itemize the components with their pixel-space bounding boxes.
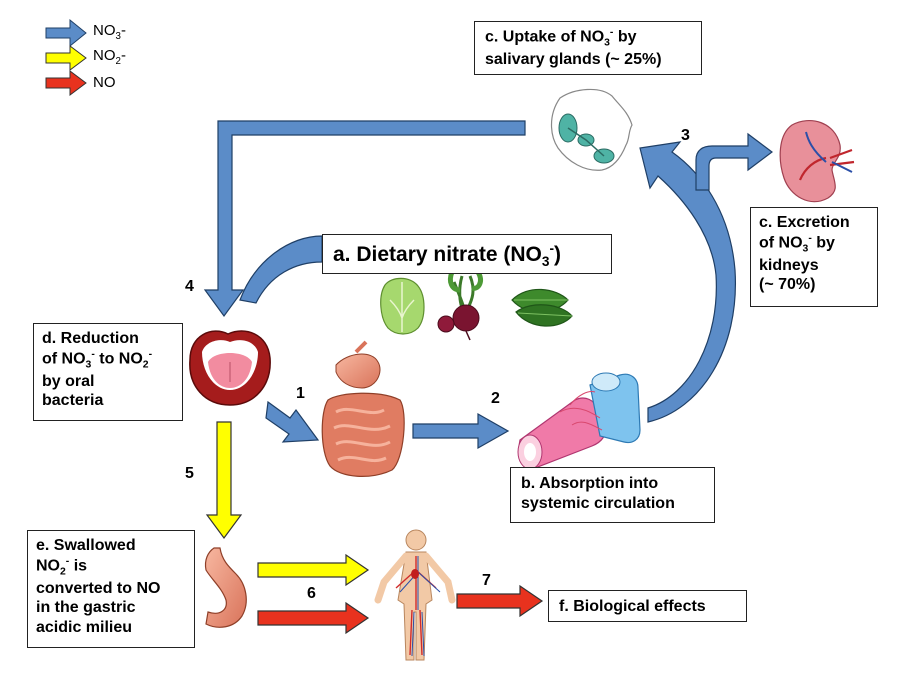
step-2-label: 2 <box>491 390 500 407</box>
legend-no-label: NO <box>93 74 116 91</box>
circulation-to-salivary-arrow <box>639 141 737 423</box>
legend-no-arrow <box>45 70 87 96</box>
mouth-illustration <box>189 330 271 406</box>
body-to-effects-arrow <box>456 584 544 618</box>
step-3-label: 3 <box>681 127 690 144</box>
kidney-illustration <box>779 120 855 203</box>
human-circulation-illustration <box>374 529 456 661</box>
legend-nitrate-arrow <box>45 18 87 48</box>
step-6-label: 6 <box>307 585 316 602</box>
lettuce-illustration <box>380 277 425 335</box>
dietary-nitrate-box: a. Dietary nitrate (NO3-) <box>322 234 612 274</box>
absorption-box: b. Absorption into systemic circulation <box>510 467 715 523</box>
stomach-to-body-nitrite-arrow <box>257 553 370 587</box>
oral-reduction-box: d. Reduction of NO3- to NO2- by oral bac… <box>33 323 183 421</box>
step-1-label: 1 <box>296 385 305 402</box>
to-kidney-arrow <box>695 132 773 191</box>
digestive-tract-illustration <box>321 340 405 477</box>
salivary-to-mouth-arrow <box>203 120 526 318</box>
stomach-to-body-no-arrow <box>257 601 370 635</box>
stomach-illustration <box>204 547 247 628</box>
intestine-to-circulation-arrow <box>412 412 510 450</box>
spinach-illustration <box>511 288 573 327</box>
kidney-excretion-box: c. Excretion of NO3- by kidneys (~ 70%) <box>750 207 878 307</box>
salivary-uptake-box: c. Uptake of NO3- by salivary glands (~ … <box>474 21 702 75</box>
blood-vessels-illustration <box>517 372 641 470</box>
legend-nitrite-arrow <box>45 45 87 71</box>
mouth-to-stomach-arrow <box>205 421 243 540</box>
legend-nitrite-label: NO2- <box>93 47 126 67</box>
step-4-label: 4 <box>185 278 194 295</box>
biological-effects-box: f. Biological effects <box>548 590 747 622</box>
salivary-glands-illustration <box>550 88 633 171</box>
mouth-to-intestine-arrow <box>265 400 320 443</box>
legend-nitrate-label: NO3- <box>93 22 126 42</box>
beetroot-illustration <box>437 270 483 341</box>
step-5-label: 5 <box>185 465 194 482</box>
swallowed-nitrite-box: e. Swallowed NO2- is converted to NO in … <box>27 530 195 648</box>
step-7-label: 7 <box>482 572 491 589</box>
dietary-to-mouth-arrow <box>239 235 323 304</box>
